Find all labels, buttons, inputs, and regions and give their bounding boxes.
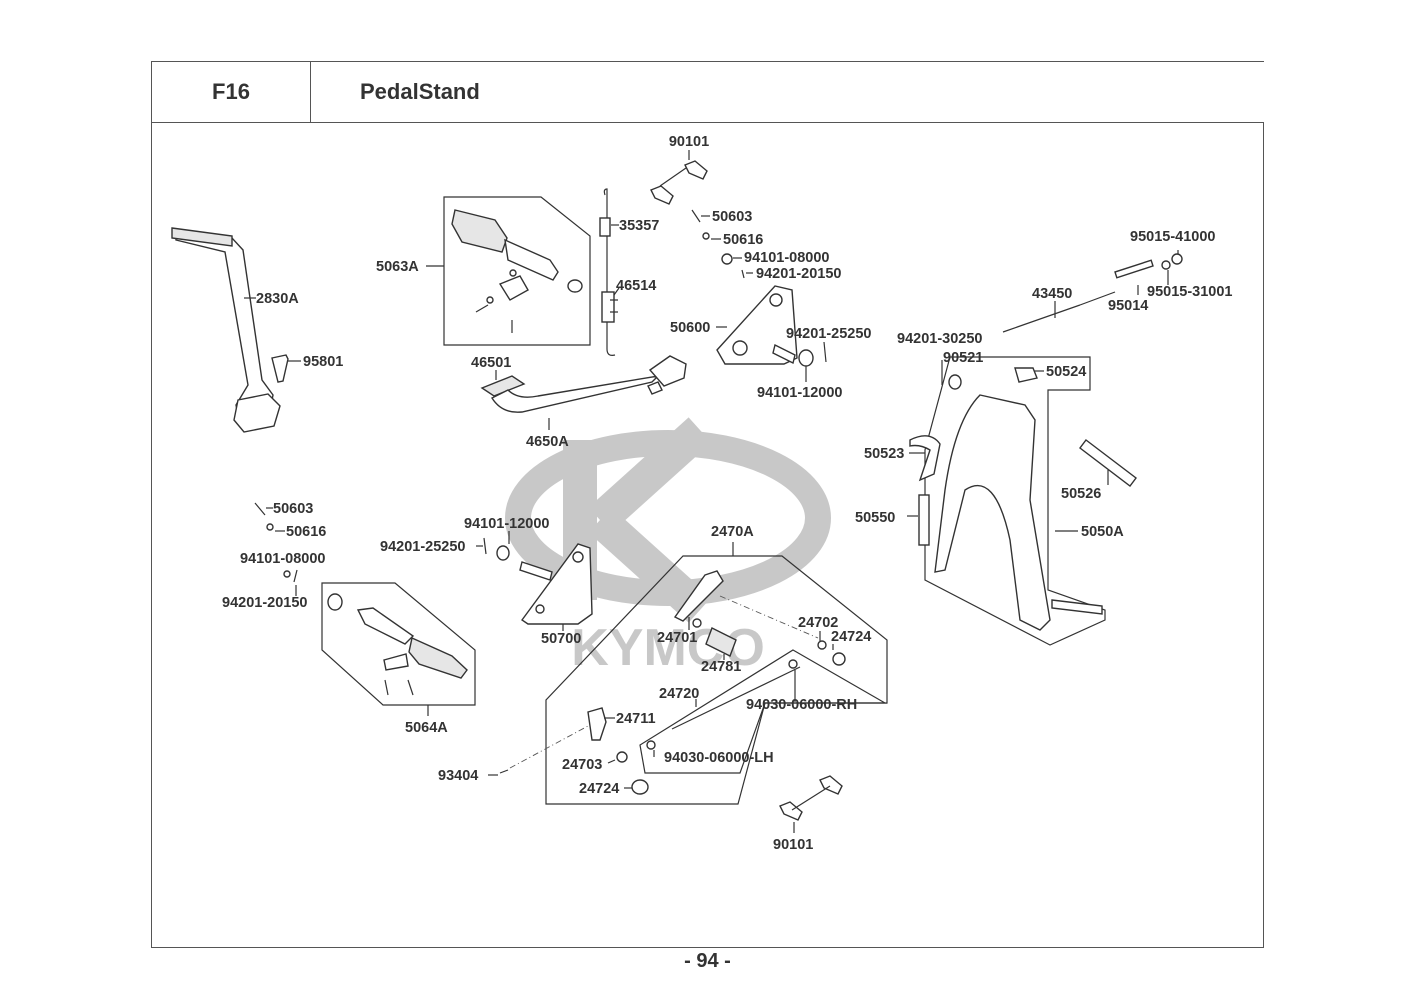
kick-starter-lever	[171, 227, 289, 433]
part-label-50700: 50700	[541, 631, 581, 647]
part-label-46514: 46514	[616, 278, 656, 294]
page-number: - 94 -	[684, 950, 731, 972]
center-stand	[909, 360, 1137, 631]
part-label-50550: 50550	[855, 510, 895, 526]
section-title: PedalStand	[360, 79, 480, 104]
footrest-bracket-lh	[483, 537, 593, 625]
part-label-50524: 50524	[1046, 364, 1086, 380]
part-label-94101-12000-top: 94101-12000	[757, 385, 842, 401]
part-label-50616-bot: 50616	[286, 524, 326, 540]
footrest-rh-parts	[451, 209, 583, 333]
part-label-24720: 24720	[659, 686, 699, 702]
part-labels: 9010135357506035061694101-0800094201-201…	[222, 134, 1232, 853]
part-label-50616-top: 50616	[723, 232, 763, 248]
part-label-24711: 24711	[616, 711, 656, 727]
part-label-95015-41000: 95015-41000	[1130, 229, 1215, 245]
part-label-2830A: 2830A	[256, 291, 299, 307]
part-label-94201-25250-bot: 94201-25250	[380, 539, 465, 555]
bolts-90101-top	[650, 160, 708, 205]
group-5063A-outline	[443, 196, 591, 346]
part-label-94201-30250: 94201-30250	[897, 331, 982, 347]
kymco-watermark: KYMCO	[505, 417, 831, 677]
part-label-24781: 24781	[701, 659, 741, 675]
part-label-5050A: 5050A	[1081, 524, 1124, 540]
part-label-94101-08000-top: 94101-08000	[744, 250, 829, 266]
clevis-pin-bottom	[254, 502, 298, 583]
part-label-2470A: 2470A	[711, 524, 754, 540]
diagram-frame	[151, 122, 1264, 948]
part-label-50600: 50600	[670, 320, 710, 336]
part-label-94201-25250-top: 94201-25250	[786, 326, 871, 342]
part-label-90521: 90521	[943, 350, 983, 366]
part-label-50603-bot: 50603	[273, 501, 313, 517]
part-label-43450: 43450	[1032, 286, 1072, 302]
part-label-50603-top: 50603	[712, 209, 752, 225]
brake-rod	[1002, 253, 1183, 333]
part-label-95014: 95014	[1108, 298, 1148, 314]
part-label-24724-bot: 24724	[579, 781, 619, 797]
group-24720-outline	[639, 649, 888, 774]
part-label-95801: 95801	[303, 354, 343, 370]
part-label-50523: 50523	[864, 446, 904, 462]
part-label-24703: 24703	[562, 757, 602, 773]
section-code-cell	[151, 61, 311, 123]
part-label-90101-bot: 90101	[773, 837, 813, 853]
part-label-24724-top: 24724	[831, 629, 871, 645]
part-label-5064A: 5064A	[405, 720, 448, 736]
part-label-94101-12000-bot: 94101-12000	[464, 516, 549, 532]
part-label-95015-31001: 95015-31001	[1147, 284, 1232, 300]
section-title-cell	[309, 61, 1264, 123]
footrest-bracket-rh	[716, 285, 827, 367]
part-label-94201-20150-top: 94201-20150	[756, 266, 841, 282]
part-label-93404: 93404	[438, 768, 478, 784]
part-label-94030-06000-RH: 94030-06000-RH	[746, 697, 857, 713]
part-label-35357: 35357	[619, 218, 659, 234]
brake-pedal	[480, 355, 687, 413]
part-label-50526: 50526	[1061, 486, 1101, 502]
footrest-lh-parts	[327, 593, 468, 696]
part-label-94201-20150-bot: 94201-20150	[222, 595, 307, 611]
part-label-94101-08000-bot: 94101-08000	[240, 551, 325, 567]
part-label-4650A: 4650A	[526, 434, 569, 450]
clevis-pin-top	[691, 209, 745, 279]
part-label-5063A: 5063A	[376, 259, 419, 275]
part-label-94030-06000-LH: 94030-06000-LH	[664, 750, 774, 766]
part-label-24701: 24701	[657, 630, 697, 646]
brake-springs	[599, 188, 618, 356]
kick-lever-parts	[499, 570, 846, 821]
part-label-90101-top: 90101	[669, 134, 709, 150]
group-5064A-outline	[321, 582, 476, 706]
part-label-46501: 46501	[471, 355, 511, 371]
section-code: F16	[212, 79, 250, 104]
part-label-24702: 24702	[798, 615, 838, 631]
